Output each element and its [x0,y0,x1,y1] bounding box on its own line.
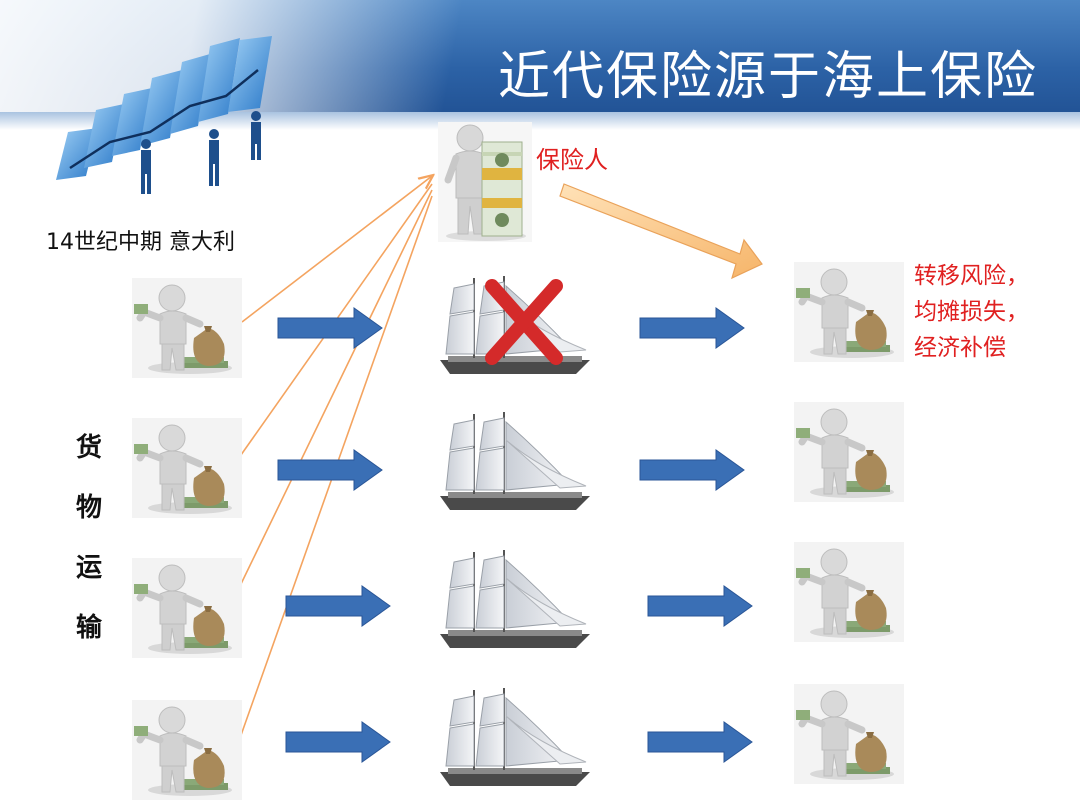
merchant-figure [794,542,904,642]
arrow-right-icon [277,449,383,491]
result-label: 转移风险， 均摊损失， 经济补偿 [914,258,1029,366]
merchant-figure [132,700,242,800]
bar-chart-growth-icon [56,36,272,194]
subtitle: 14世纪中期 意大利 [46,230,235,255]
merchant-figure [794,684,904,784]
sailing-ship-icon [440,411,590,511]
merchant-figure [132,278,242,378]
arrow-right-icon [285,585,391,627]
sailing-ship-icon [440,687,590,787]
merchant-figure [794,262,904,362]
vertical-char: 物 [75,493,102,523]
arrow-right-icon [647,721,753,763]
insurer-figure [438,122,532,242]
arrow-right-icon [647,585,753,627]
arrow-right-icon [277,307,383,349]
result-line: 转移风险， [914,263,1029,289]
merchant-figure [132,558,242,658]
arrow-right-icon [639,449,745,491]
merchant-figure [132,418,242,518]
red-cross-icon [485,279,563,365]
result-line: 经济补偿 [914,335,1006,361]
vertical-char: 输 [75,613,102,643]
compensation-arrow [559,183,763,280]
page-title: 近代保险源于海上保险 [497,47,1038,107]
vertical-char: 运 [75,553,102,583]
result-line: 均摊损失， [914,299,1029,325]
header-band [0,112,1080,130]
insurer-label: 保险人 [536,146,608,174]
merchant-figure [794,402,904,502]
vertical-char: 货 [75,433,102,463]
vertical-label: 货 物 运 输 [72,418,106,658]
arrow-right-icon [639,307,745,349]
premium-lines [235,176,432,739]
sailing-ship-icon [440,549,590,649]
arrow-right-icon [285,721,391,763]
